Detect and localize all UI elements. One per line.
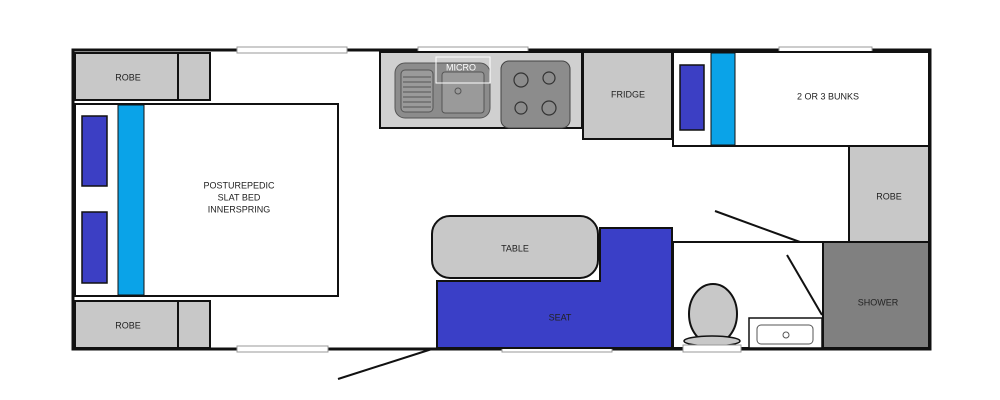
- table: TABLE: [431, 215, 599, 279]
- micro-label: MICRO: [446, 62, 476, 72]
- bed-strip: [117, 104, 145, 296]
- robe-label: ROBE: [876, 191, 902, 201]
- microwave: [435, 56, 491, 84]
- drainer: [400, 69, 434, 113]
- table-label: TABLE: [501, 243, 529, 253]
- pillow: [81, 115, 108, 187]
- entry-door[interactable]: [337, 348, 433, 380]
- shower-door[interactable]: [786, 254, 823, 316]
- burners: [513, 71, 557, 116]
- bed-label-line1: POSTUREPEDIC: [203, 180, 275, 190]
- bed-label-line2: SLAT BED: [218, 192, 261, 202]
- window: [236, 46, 348, 54]
- robe-top-left: ROBE: [74, 52, 211, 101]
- sink-bowl: [441, 71, 485, 114]
- shower-label: SHOWER: [858, 297, 899, 307]
- fridge: FRIDGE: [582, 51, 673, 140]
- robe-label: ROBE: [115, 320, 141, 330]
- bunks-label: 2 OR 3 BUNKS: [797, 91, 859, 101]
- seat-label: SEAT: [549, 312, 572, 322]
- robe-right: ROBE: [848, 145, 930, 243]
- cooktop: [500, 60, 571, 129]
- robe-bottom-left: ROBE: [74, 300, 211, 349]
- bathroom-door[interactable]: [714, 210, 801, 243]
- window: [236, 345, 329, 353]
- bunk-strip: [710, 52, 736, 146]
- bunks: 2 OR 3 BUNKS: [672, 51, 930, 147]
- kitchen-bench: MICRO: [379, 51, 583, 129]
- fridge-label: FRIDGE: [611, 89, 645, 99]
- shower: SHOWER: [822, 241, 930, 349]
- toilet: [688, 283, 738, 345]
- robe-label: ROBE: [115, 72, 141, 82]
- seat: SEAT: [436, 227, 673, 349]
- bed: POSTUREPEDIC SLAT BED INNERSPRING: [74, 103, 339, 297]
- pillow: [81, 211, 108, 284]
- pillow: [679, 64, 705, 131]
- bed-label-line3: INNERSPRING: [208, 204, 271, 214]
- bathroom: [672, 210, 824, 353]
